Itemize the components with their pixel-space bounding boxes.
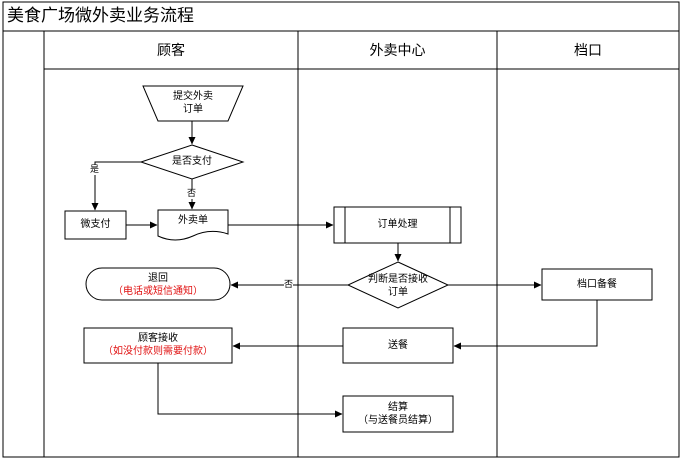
accept-check-line2: 订单	[388, 287, 408, 298]
settle-node: 结算 （与送餐员结算）	[343, 401, 453, 427]
lane-header-stall: 档口	[574, 43, 602, 59]
lane-header-takeout-center: 外卖中心	[369, 43, 426, 59]
deliver-label: 送餐	[388, 340, 408, 351]
accept-check-node: 判断是否接收 订单	[352, 273, 444, 299]
edge-stall-to-deliver	[453, 300, 598, 350]
edge-label-yes: 是	[90, 165, 100, 175]
wechat-pay-label: 微支付	[80, 219, 111, 230]
submit-order-line1: 提交外卖	[173, 91, 213, 102]
order-process-box	[333, 206, 462, 244]
settle-line2: （与送餐员结算）	[358, 415, 438, 426]
customer-receive-line1: 顾客接收	[138, 333, 178, 344]
stall-prepare-box	[541, 268, 653, 301]
accept-check-diamond	[346, 261, 450, 309]
edge-paid-yes-to-wechat	[91, 161, 141, 211]
submit-order-node: 提交外卖 订单	[150, 90, 236, 116]
lane-header-customer: 顾客	[157, 43, 185, 59]
takeout-doc-label: 外卖单	[178, 215, 208, 226]
submit-order-line2: 订单	[183, 104, 203, 115]
edge-label-no-paid: 否	[187, 189, 197, 199]
rejected-line2: （电话或短信通知）	[113, 286, 203, 297]
settle-line1: 结算	[388, 402, 408, 413]
submit-order-shape	[142, 85, 244, 122]
order-process-label: 订单处理	[377, 219, 418, 230]
customer-receive-node: 顾客接收 （如没付款则需要付款）	[84, 332, 232, 358]
customer-receive-box	[83, 327, 233, 364]
rejected-line1: 退回	[148, 273, 168, 284]
edge-label-no-accept: 否	[284, 280, 294, 290]
customer-receive-line2: （如没付款则需要付款）	[103, 346, 213, 357]
rejected-terminator	[85, 267, 231, 301]
wechat-pay-box	[64, 210, 127, 240]
accept-check-line1: 判断是否接收	[368, 274, 428, 285]
outer-frame	[2, 1, 680, 458]
takeout-doc-shape	[157, 209, 229, 241]
diagram-title: 美食广场微外卖业务流程	[7, 6, 194, 26]
rejected-node: 退回 （电话或短信通知）	[86, 272, 230, 298]
paid-check-label: 是否支付	[172, 156, 212, 167]
stall-prepare-label: 档口备餐	[577, 279, 617, 290]
settle-box	[342, 395, 454, 433]
edge-receive-to-settle	[157, 363, 343, 418]
